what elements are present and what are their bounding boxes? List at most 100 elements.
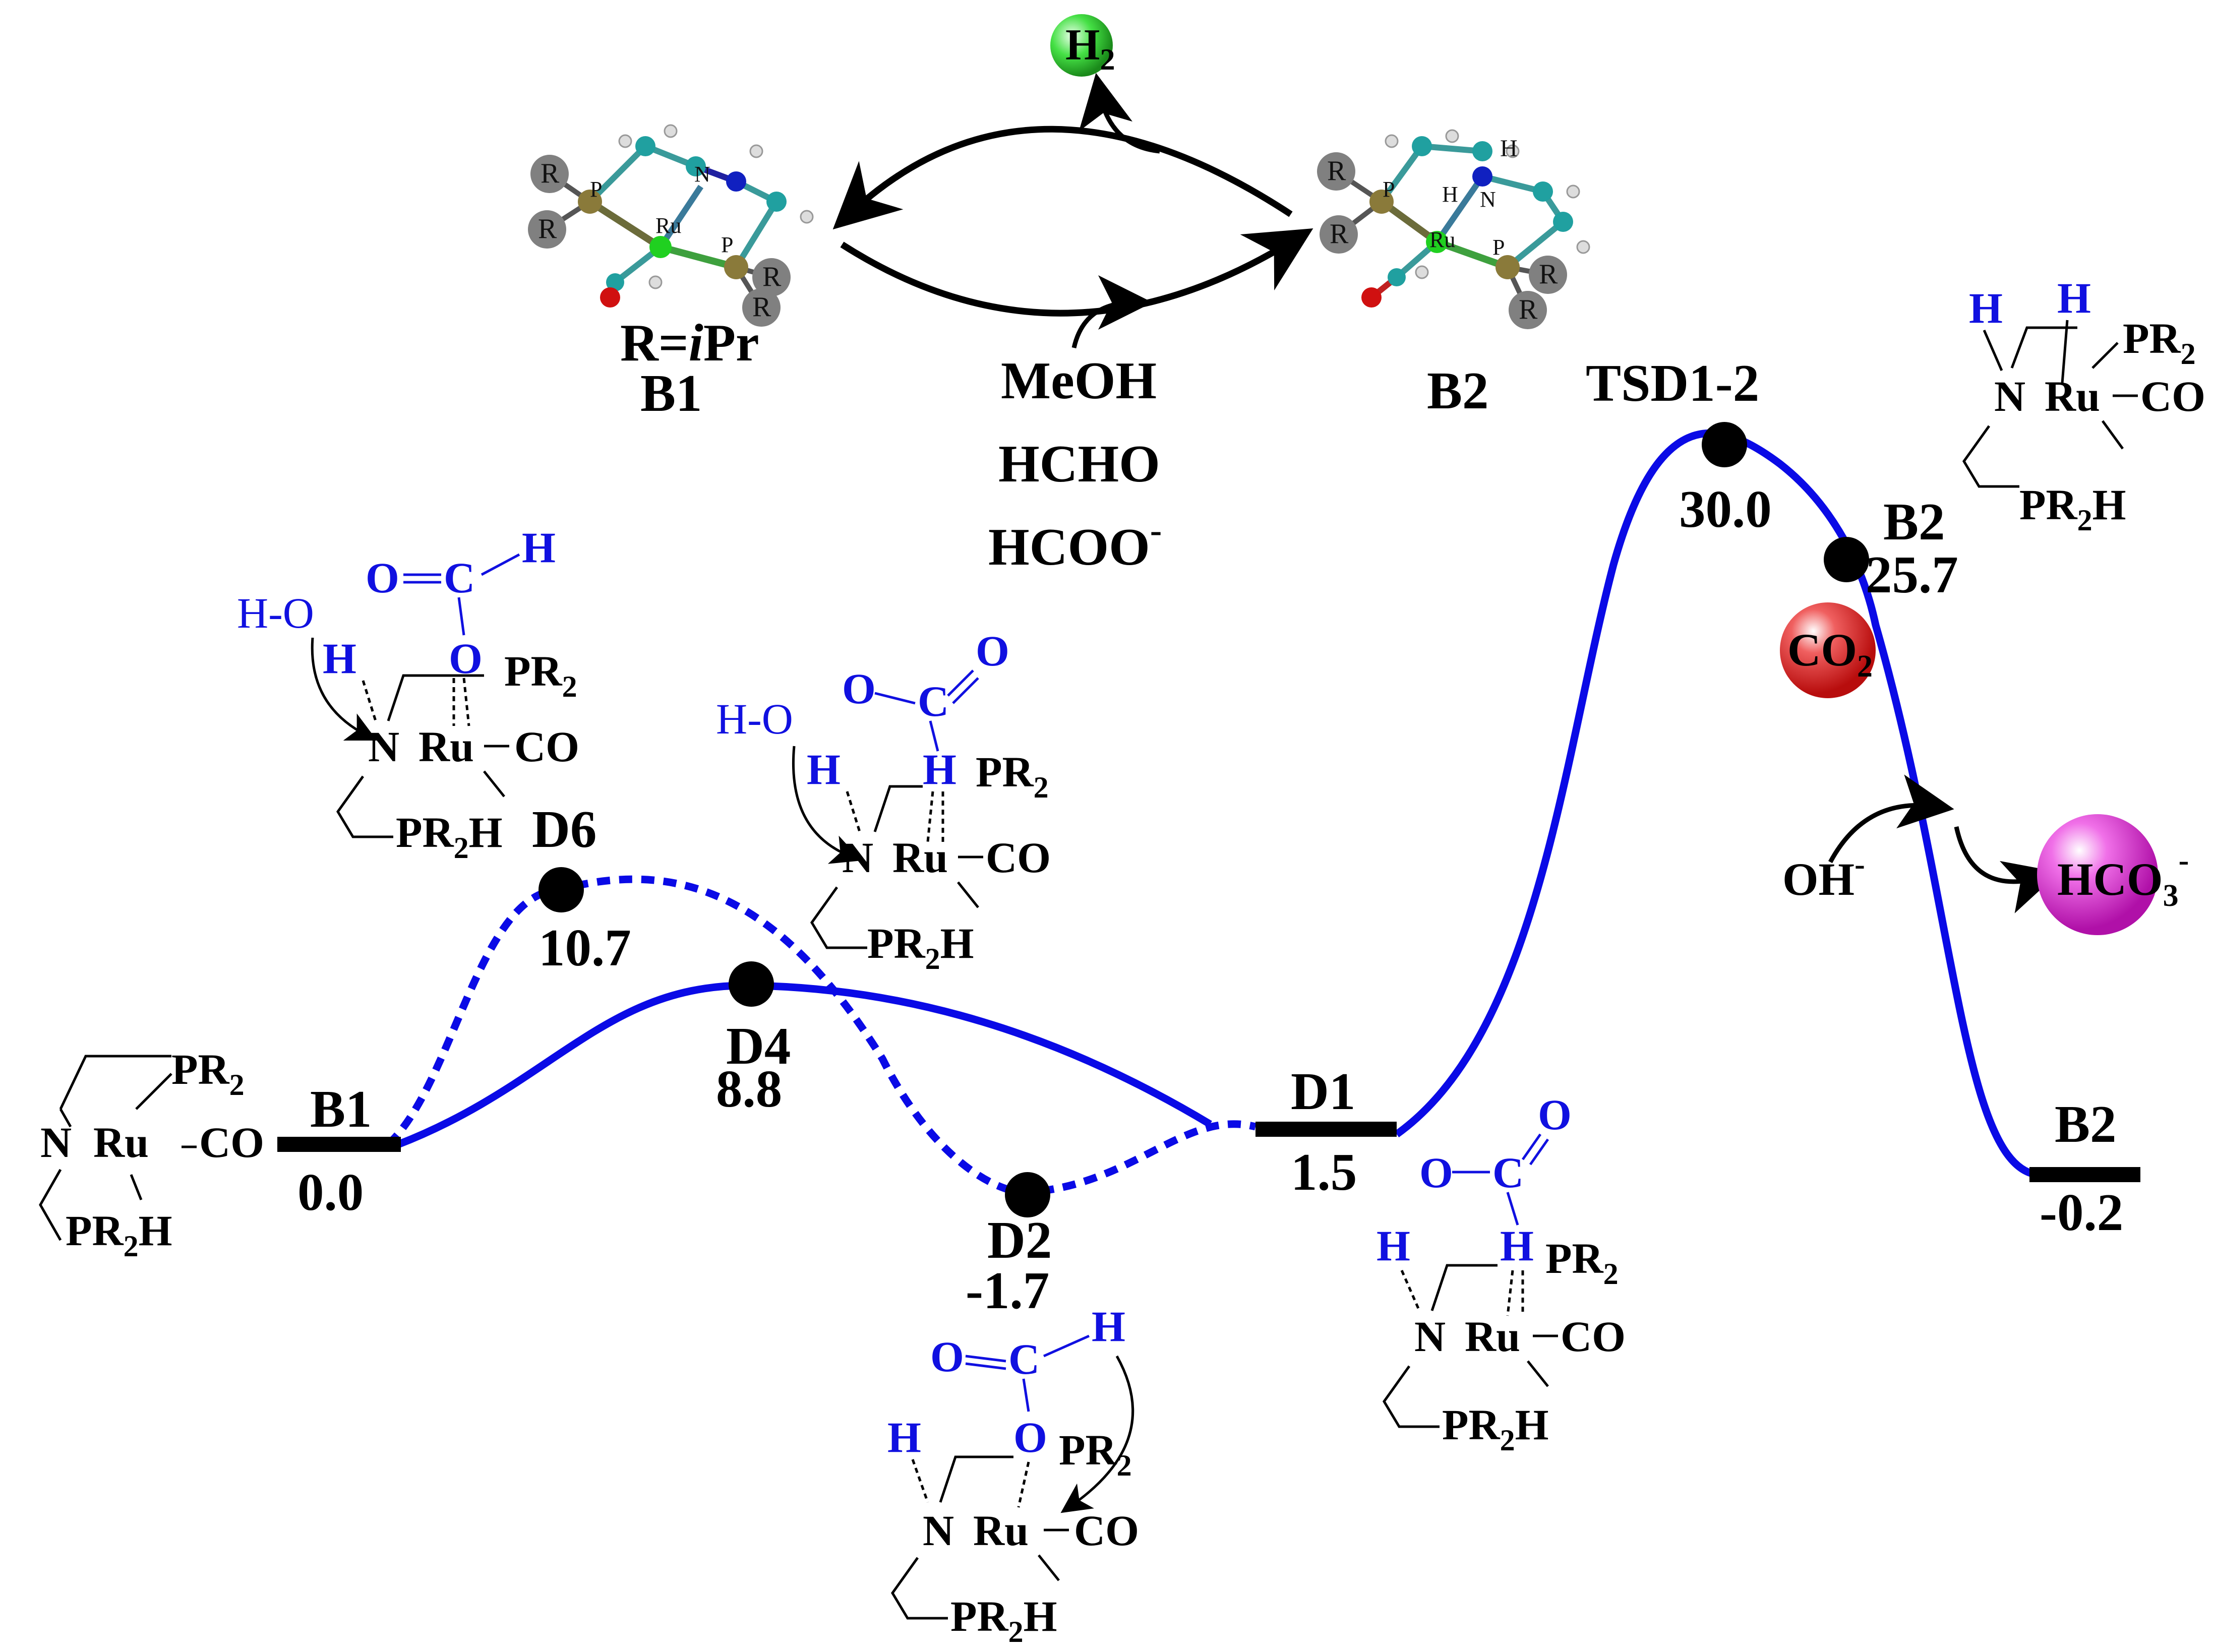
svg-text:Ru: Ru	[418, 722, 474, 771]
svg-text:N: N	[694, 162, 710, 187]
svg-text:H: H	[807, 745, 841, 793]
svg-text:H: H	[1969, 284, 2003, 332]
svg-text:R: R	[538, 213, 557, 244]
b1-molecule-model: R R R R P P N Ru	[528, 124, 814, 327]
svg-text:R: R	[541, 158, 560, 189]
b1-label: B1	[640, 363, 702, 422]
energy-tsd12: 30.0	[1679, 479, 1772, 538]
svg-text:O: O	[1538, 1090, 1572, 1139]
svg-text:R: R	[752, 291, 771, 323]
svg-text:PR2: PR2	[171, 1045, 245, 1102]
reagent-hcho: HCHO	[998, 434, 1160, 493]
label-b2-mid: B2	[1883, 492, 1945, 551]
svg-text:R: R	[1539, 259, 1558, 290]
svg-text:N: N	[1994, 372, 2025, 420]
svg-text:PR2H: PR2H	[66, 1206, 172, 1263]
svg-text:Ru: Ru	[1465, 1312, 1520, 1361]
side-products: CO2 OH- HCO3-	[1780, 602, 2189, 935]
svg-text:N: N	[40, 1118, 72, 1167]
svg-text:H: H	[1500, 1221, 1534, 1270]
svg-text:R: R	[1327, 155, 1346, 187]
svg-text:H: H	[1377, 1221, 1410, 1270]
structure-b2: H H N Ru CO PR2 PR2H	[1962, 274, 2205, 537]
arrow-hco3-out	[1954, 826, 2060, 913]
energy-b2-end: -0.2	[2040, 1183, 2123, 1242]
arrow-h2-out	[1079, 73, 1160, 154]
reagent-hcoo: HCOO-	[988, 511, 1162, 576]
svg-text:H: H	[1092, 1302, 1125, 1351]
svg-text:O: O	[1013, 1413, 1047, 1461]
point-d2	[1005, 1172, 1050, 1217]
svg-text:N: N	[1480, 187, 1496, 212]
svg-text:PR2: PR2	[1545, 1234, 1619, 1291]
h2-ball-icon	[1050, 14, 1113, 77]
svg-text:CO: CO	[986, 833, 1051, 882]
label-d1: D1	[1291, 1062, 1355, 1121]
svg-text:C: C	[918, 677, 949, 725]
svg-text:Ru: Ru	[973, 1506, 1029, 1555]
point-d6	[538, 867, 584, 912]
solid-path-b1-d4-d1	[397, 982, 1212, 1148]
svg-text:PR2H: PR2H	[1442, 1400, 1549, 1457]
reagent-meoh: MeOH	[1001, 351, 1157, 410]
svg-text:PR2H: PR2H	[950, 1592, 1057, 1648]
label-tsd12: TSD1-2	[1586, 353, 1759, 412]
svg-text:N: N	[923, 1506, 954, 1555]
svg-text:CO: CO	[2140, 372, 2205, 420]
structure-b1: N Ru CO PR2 PR2H	[39, 1045, 264, 1263]
svg-text:Ru: Ru	[655, 213, 681, 238]
svg-text:Ru: Ru	[892, 833, 948, 882]
hco3-ball-icon	[2037, 814, 2158, 935]
svg-text:N: N	[842, 833, 873, 882]
svg-text:P: P	[721, 232, 733, 257]
energy-d4: 8.8	[716, 1059, 782, 1118]
energy-d6: 10.7	[538, 918, 631, 977]
arc-b2-to-b1	[832, 126, 1293, 230]
svg-text:R: R	[1519, 294, 1538, 325]
svg-text:H: H	[1500, 135, 1518, 162]
b2-label: B2	[1427, 361, 1489, 420]
svg-text:N: N	[1414, 1312, 1446, 1361]
co2-ball-icon	[1780, 602, 1876, 698]
arrow-reagents-in	[1071, 275, 1153, 348]
svg-text:C: C	[444, 554, 475, 602]
svg-text:CO: CO	[199, 1118, 264, 1167]
svg-text:Ru: Ru	[1429, 227, 1455, 252]
svg-text:H: H	[323, 634, 356, 683]
svg-text:P: P	[1492, 235, 1505, 260]
svg-text:H2: H2	[1065, 21, 1115, 76]
label-b2-end: B2	[2055, 1094, 2117, 1153]
svg-text:CO2: CO2	[1787, 624, 1873, 684]
arrow-oh-in	[1828, 774, 1954, 864]
svg-text:C: C	[1008, 1335, 1040, 1383]
svg-text:PR2H: PR2H	[396, 808, 503, 865]
label-d6: D6	[532, 800, 596, 859]
solid-path-d1-tsd12-b2	[1394, 429, 2038, 1179]
svg-text:P: P	[1383, 177, 1395, 202]
energy-d1: 1.5	[1291, 1142, 1357, 1201]
svg-text:O: O	[842, 664, 876, 713]
structure-d4: H-O O C O H H N Ru CO PR2 PR2H	[716, 627, 1051, 975]
svg-text:PR2: PR2	[2123, 314, 2196, 371]
point-b2-mid	[1824, 537, 1869, 582]
label-d2: D2	[987, 1210, 1052, 1269]
structure-d2: O C H O H N Ru CO PR2 PR2H	[887, 1302, 1139, 1648]
b2-molecule-model: R R R R P P N Ru H H	[1317, 129, 1590, 329]
svg-text:PR2H: PR2H	[867, 919, 974, 975]
oh-label: OH-	[1782, 847, 1865, 905]
svg-text:CO: CO	[514, 722, 579, 771]
svg-text:P: P	[590, 177, 602, 202]
svg-text:Ru: Ru	[2045, 372, 2100, 420]
svg-text:H: H	[522, 523, 556, 572]
dashed-path-b1-d6-d2-d1	[385, 875, 1256, 1196]
svg-text:H-O: H-O	[237, 589, 314, 637]
svg-text:O: O	[930, 1332, 964, 1381]
svg-text:H: H	[887, 1413, 921, 1461]
energy-b1: 0.0	[297, 1162, 364, 1221]
svg-text:C: C	[1492, 1148, 1524, 1197]
svg-text:N: N	[368, 722, 399, 771]
svg-text:PR2H: PR2H	[2019, 480, 2126, 537]
svg-text:PR2: PR2	[504, 647, 577, 703]
arc-b1-to-b2	[840, 228, 1313, 317]
